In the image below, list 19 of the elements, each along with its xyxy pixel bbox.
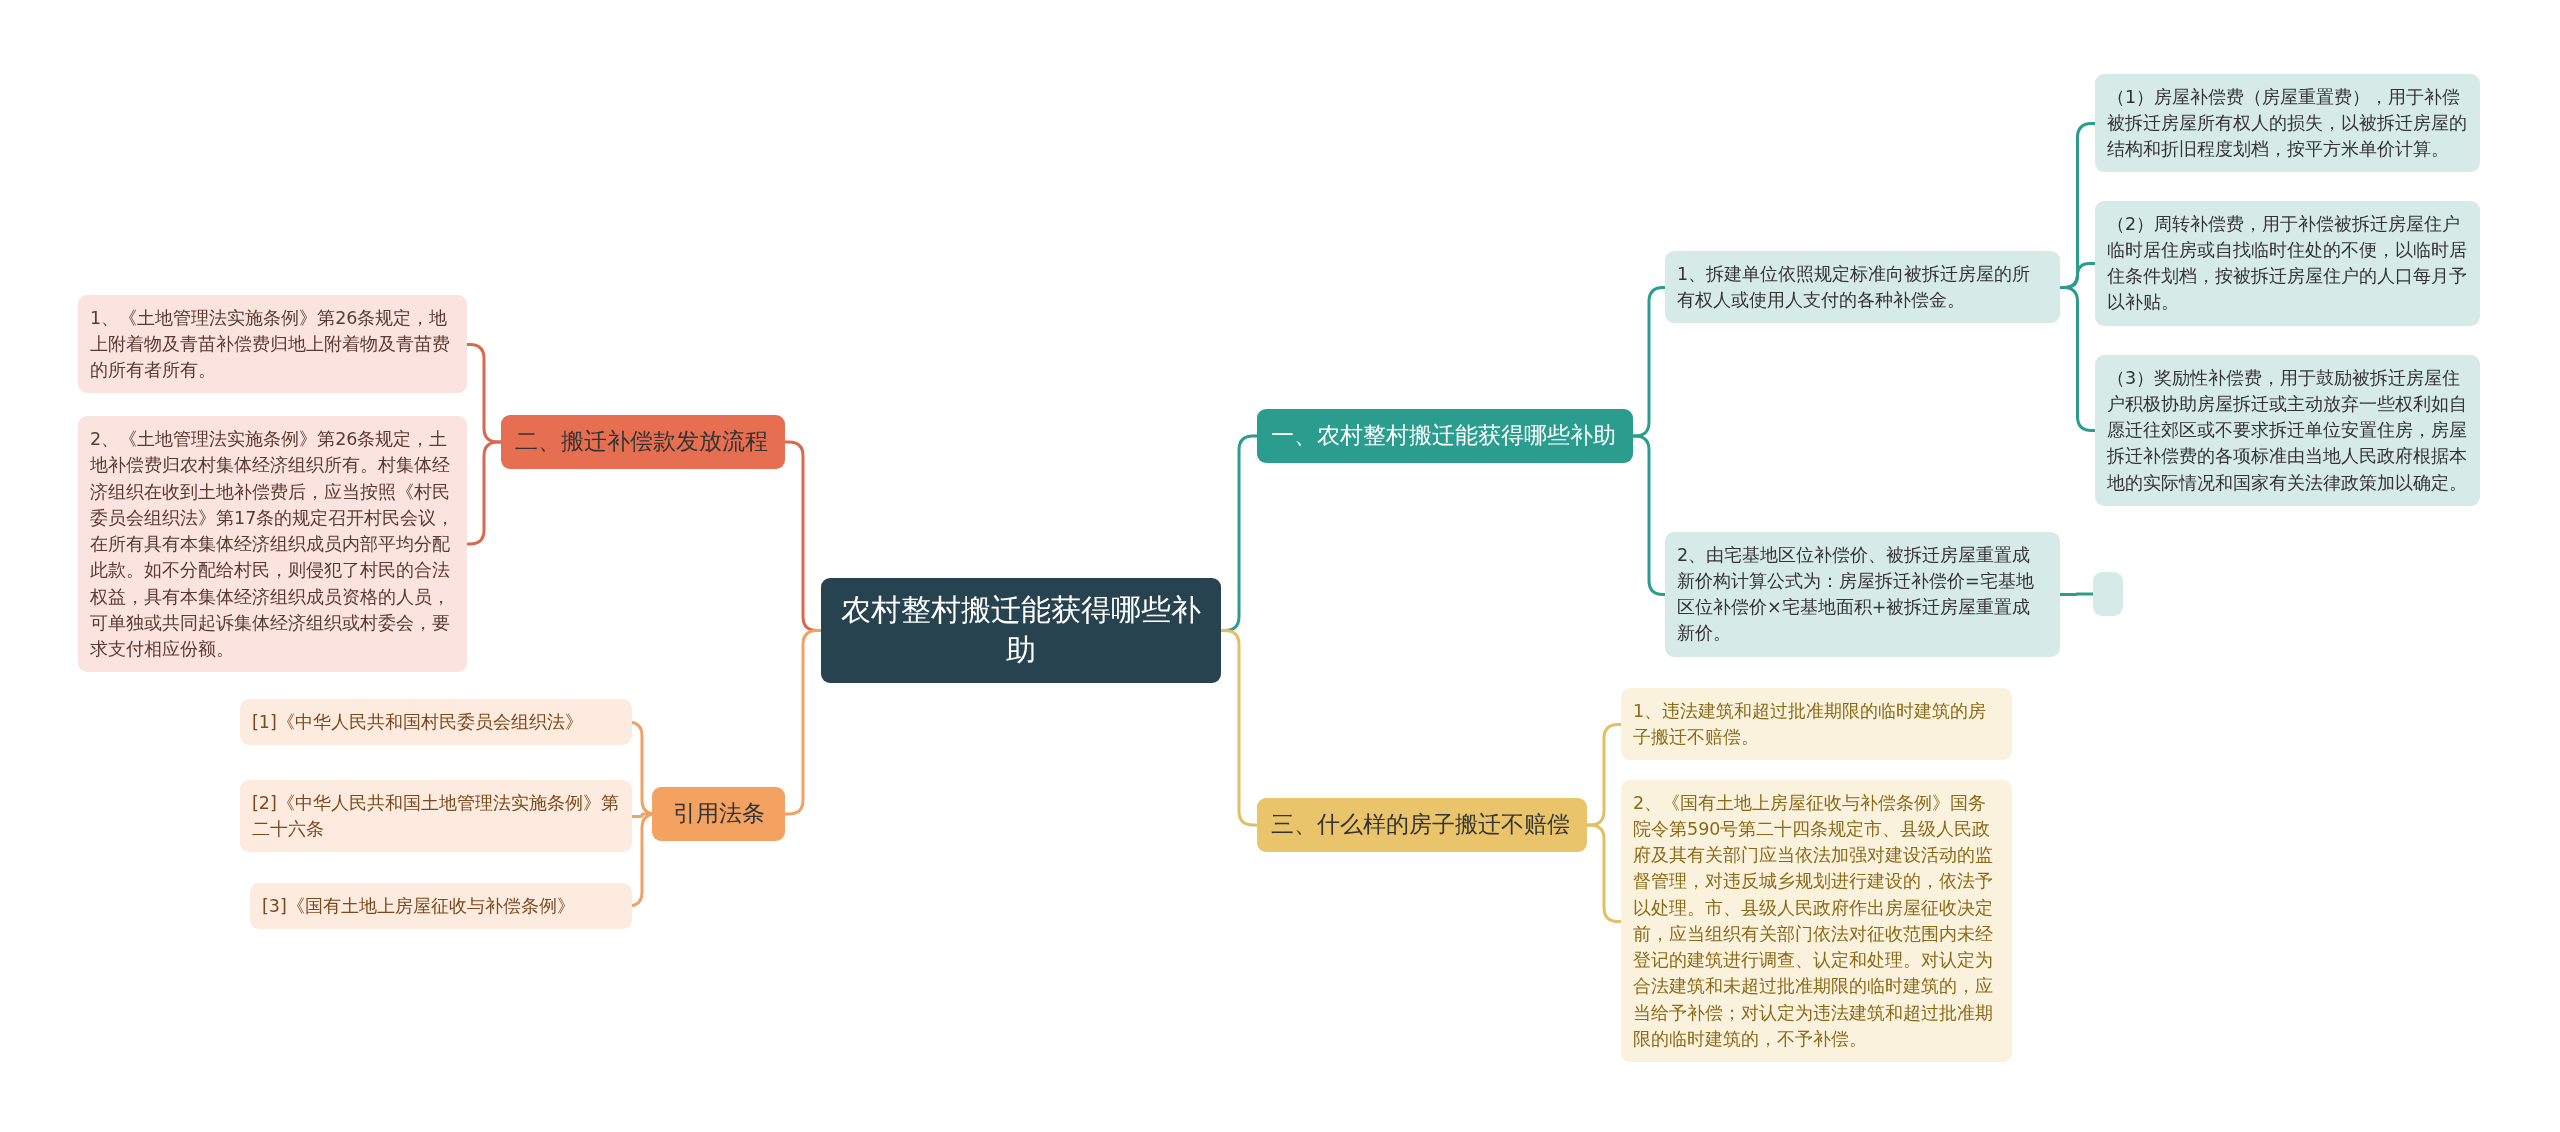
branch-topic-box: 一、农村整村搬迁能获得哪些补助: [1257, 409, 1633, 463]
subtopic-box: 2、《国有土地上房屋征收与补偿条例》国务院令第590号第二十四条规定市、县级人民政府及其有关部门应当依法加强对建设活动的监督管理，对违反城乡规划进行建设的，依法予以处理。市、县级人民政府作出房屋征收决定前，应当组织有关部门依法对征收范围内未经登记的建筑进行调查、认定和处理。对认定为合法建筑和未超过批准期限的临时建筑的，应当给予补偿；对认定为违法建筑和超过批准期限的临时建筑的，不予补偿。: [1621, 779, 2012, 1062]
branch-topic-box: 三、什么样的房子搬迁不赔偿: [1257, 798, 1587, 852]
subtopic-box: （1）房屋补偿费（房屋重置费），用于补偿被拆迁房屋所有权人的损失，以被拆迁房屋的结构和折旧程度划档，按平方米单价计算。: [2095, 73, 2480, 173]
subtopic-box: 1、《土地管理法实施条例》第26条规定，地上附着物及青苗补偿费归地上附着物及青苗费的所有者所有。: [78, 294, 467, 394]
subtopic-box: [3]《国有土地上房屋征收与补偿条例》: [250, 883, 632, 930]
empty-subtopic-box: [2093, 572, 2123, 616]
subtopic-box: 1、拆建单位依照规定标准向被拆迁房屋的所有权人或使用人支付的各种补偿金。: [1665, 250, 2060, 323]
connector-line: [2060, 592, 2093, 596]
root-topic-box: 农村整村搬迁能获得哪些补助: [821, 577, 1221, 683]
subtopic-box: （3）奖励性补偿费，用于鼓励被拆迁房屋住户积极协助房屋拆迁或主动放弃一些权利如自愿迁往郊区或不要求拆迁单位安置住房，房屋拆迁补偿费的各项标准由当地人民政府根据本地的实际情况和国家有关法律政策加以确定。: [2095, 354, 2480, 506]
branch-topic-box: 引用法条: [652, 787, 785, 841]
subtopic-box: [2]《中华人民共和国土地管理法实施条例》第二十六条: [240, 779, 632, 852]
subtopic-box: 1、违法建筑和超过批准期限的临时建筑的房子搬迁不赔偿。: [1621, 687, 2012, 760]
subtopic-box: 2、《土地管理法实施条例》第26条规定，土地补偿费归农村集体经济组织所有。村集体经济组织在收到土地补偿费后，应当按照《村民委员会组织法》第17条的规定召开村民会议，在所有具有本集体经济组织成员内部平均分配此款。如不分配给村民，则侵犯了村民的合法权益，具有本集体经济组织成员资格的人员，可单独或共同起诉集体经济组织或村委会，要求支付相应份额。: [78, 416, 467, 673]
subtopic-box: （2）周转补偿费，用于补偿被拆迁房屋住户临时居住房或自找临时住处的不便，以临时居住条件划档，按被拆迁房屋住户的人口每月予以补贴。: [2095, 200, 2480, 326]
branch-topic-box: 二、搬迁补偿款发放流程: [501, 415, 785, 469]
subtopic-box: [1]《中华人民共和国村民委员会组织法》: [240, 699, 632, 746]
subtopic-box: 2、由宅基地区位补偿价、被拆迁房屋重置成新价构计算公式为：房屋拆迁补偿价=宅基地区位补偿价×宅基地面积+被拆迁房屋重置成新价。: [1665, 531, 2060, 657]
